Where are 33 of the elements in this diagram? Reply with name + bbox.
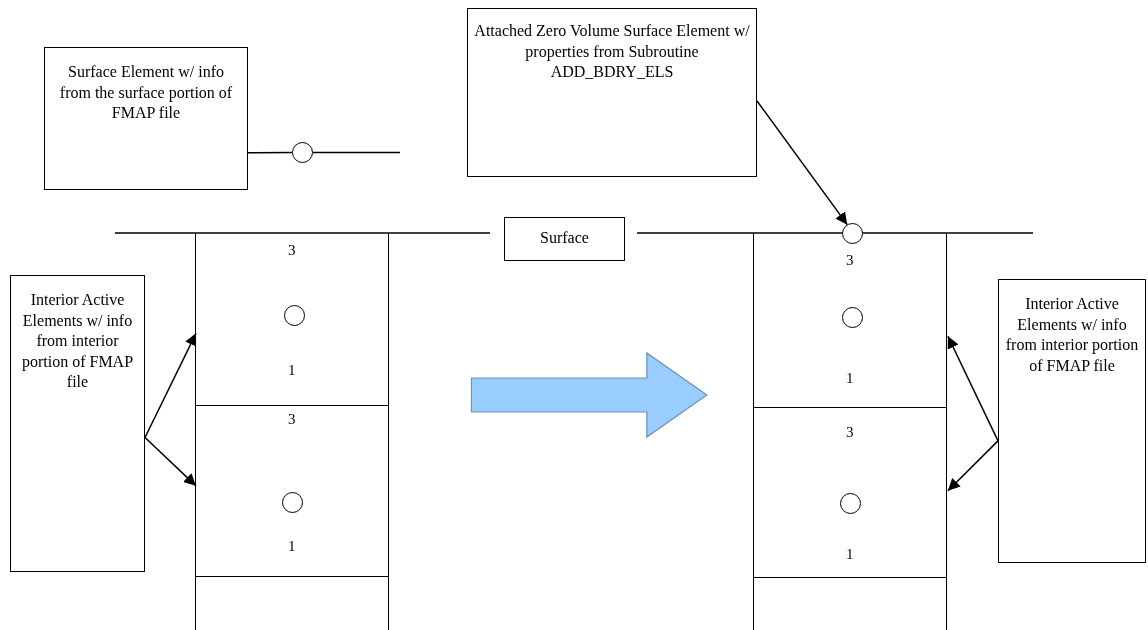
element-column — [195, 233, 389, 630]
text-box — [10, 275, 145, 572]
element-number: 3 — [288, 411, 296, 428]
node-circle — [284, 305, 305, 326]
box-text: Interior Active Elements w/ info from interior portion of FMAP file — [20, 290, 135, 392]
box-text: Attached Zero Volume Surface Element w/ properties from Subroutine ADD_BDRY_ELS — [474, 21, 750, 82]
label-box — [504, 217, 625, 261]
zero-volume-element-circle — [842, 223, 863, 244]
arrow — [144, 436, 197, 487]
arrow — [144, 332, 197, 439]
element-number: 3 — [288, 242, 296, 259]
connector-line — [247, 151, 293, 154]
node-circle — [282, 492, 303, 513]
box-text: Surface Element w/ info from the surface portion of FMAP file — [58, 62, 234, 123]
arrow — [756, 100, 848, 226]
arrow — [947, 440, 999, 492]
element-number: 3 — [846, 424, 854, 441]
node-circle — [842, 307, 863, 328]
element-number: 1 — [846, 370, 854, 387]
arrow — [947, 335, 999, 442]
box-text: Interior Active Elements w/ info from interior portion of FMAP file — [1004, 294, 1140, 376]
element-number: 1 — [288, 362, 296, 379]
surface-element-circle — [292, 142, 313, 163]
block-arrow — [470, 351, 708, 439]
text-box — [467, 8, 757, 177]
text-box — [998, 279, 1146, 563]
text-box — [44, 47, 248, 190]
node-circle — [840, 493, 861, 514]
box-text: Surface — [540, 228, 589, 248]
element-number: 1 — [846, 546, 854, 563]
element-number: 1 — [288, 538, 296, 555]
element-number: 3 — [846, 252, 854, 269]
element-column — [753, 233, 947, 630]
